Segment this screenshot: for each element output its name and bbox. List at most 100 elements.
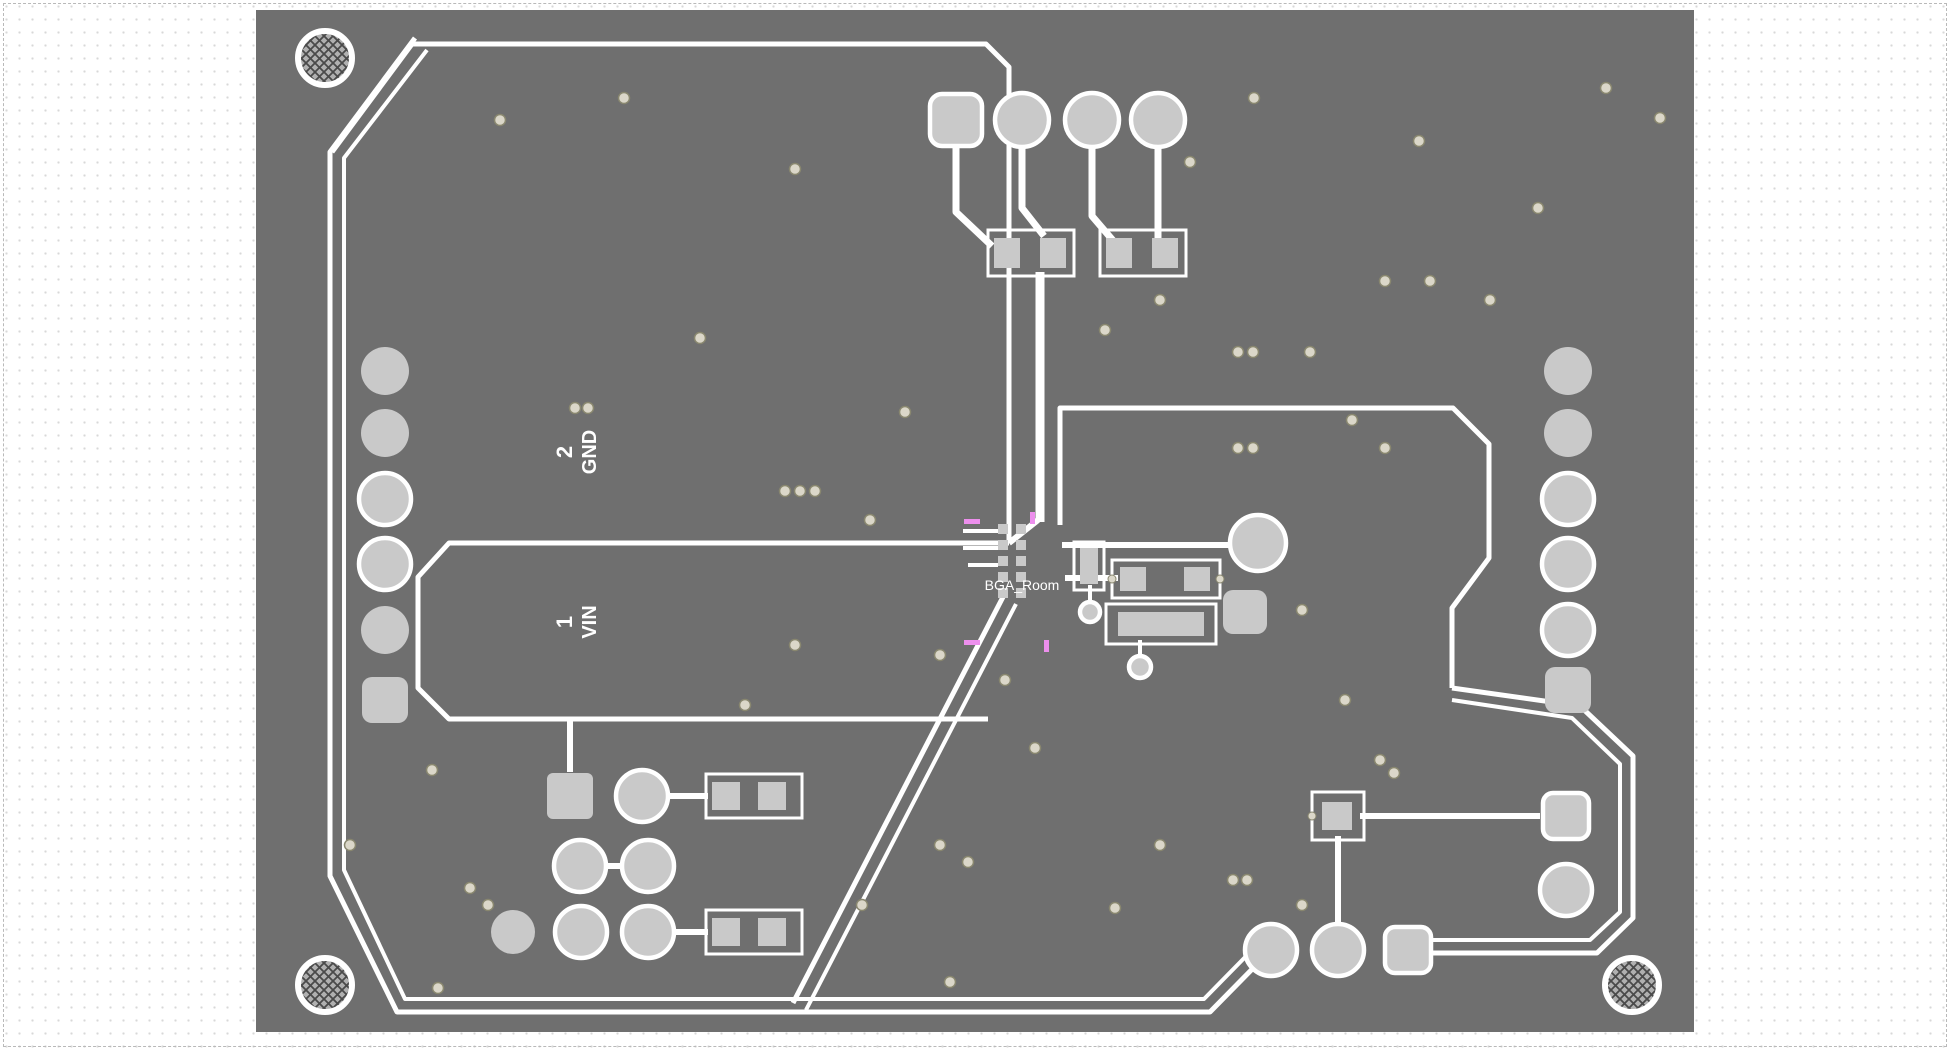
via[interactable] [998, 673, 1012, 687]
via[interactable] [1303, 345, 1317, 359]
via[interactable] [1231, 441, 1245, 455]
via[interactable] [1153, 293, 1167, 307]
round-pad[interactable] [356, 535, 414, 593]
via[interactable] [1387, 766, 1401, 780]
via[interactable] [1231, 345, 1245, 359]
via[interactable] [1423, 274, 1437, 288]
via[interactable] [788, 162, 802, 176]
region-vin-name-label[interactable]: VIN [579, 605, 601, 638]
via[interactable] [1108, 901, 1122, 915]
via[interactable] [933, 838, 947, 852]
via[interactable] [1226, 873, 1240, 887]
via[interactable] [863, 513, 877, 527]
via[interactable] [1599, 81, 1613, 95]
component-footprint[interactable] [704, 772, 804, 820]
round-pad[interactable] [1126, 653, 1154, 681]
via[interactable] [1246, 441, 1260, 455]
mounting-hole-bottom-left[interactable] [295, 955, 355, 1015]
diagonal-trace-pair[interactable] [790, 595, 1018, 1011]
mounting-hole-bottom-right[interactable] [1602, 955, 1662, 1015]
via[interactable] [1483, 293, 1497, 307]
gnd-plane-outline[interactable] [329, 41, 1012, 543]
round-pad[interactable] [619, 903, 677, 961]
via[interactable] [788, 638, 802, 652]
via[interactable] [1098, 323, 1112, 337]
vin-plane-outline[interactable] [415, 540, 1009, 722]
via[interactable] [1247, 91, 1261, 105]
via[interactable] [1412, 134, 1426, 148]
top-pad-stub-traces[interactable] [952, 148, 1162, 249]
via[interactable] [1378, 441, 1392, 455]
via[interactable] [481, 898, 495, 912]
via[interactable] [778, 484, 792, 498]
square-pad[interactable] [1545, 667, 1591, 713]
via[interactable] [1295, 898, 1309, 912]
via[interactable] [1373, 753, 1387, 767]
via[interactable] [463, 881, 477, 895]
round-pad[interactable] [356, 470, 414, 528]
round-pad[interactable] [1242, 921, 1300, 979]
via[interactable] [568, 401, 582, 415]
via[interactable] [343, 838, 357, 852]
via[interactable] [1028, 741, 1042, 755]
via[interactable] [425, 763, 439, 777]
round-pad[interactable] [1539, 535, 1597, 593]
round-pad[interactable] [1539, 601, 1597, 659]
round-pad[interactable] [361, 409, 409, 457]
via[interactable] [961, 855, 975, 869]
via[interactable] [1338, 693, 1352, 707]
round-pad[interactable] [1537, 861, 1595, 919]
left-pad-column[interactable] [356, 347, 414, 723]
via[interactable] [1345, 413, 1359, 427]
bga-room-cluster[interactable] [964, 512, 1049, 652]
bottom-left-traces[interactable] [567, 721, 708, 935]
round-pad[interactable] [619, 837, 677, 895]
square-pad[interactable] [1382, 924, 1434, 976]
region-gnd-number-label[interactable]: 2 [552, 446, 577, 458]
bottom-right-cluster[interactable] [1242, 790, 1434, 979]
via[interactable] [581, 401, 595, 415]
via[interactable] [898, 405, 912, 419]
via[interactable] [855, 898, 869, 912]
round-pad[interactable] [1128, 90, 1188, 150]
round-pad[interactable] [361, 347, 409, 395]
via[interactable] [943, 975, 957, 989]
component-footprint[interactable] [1107, 558, 1225, 600]
bottom-right-traces[interactable] [1335, 813, 1540, 922]
via[interactable] [1378, 274, 1392, 288]
round-pad[interactable] [992, 90, 1052, 150]
square-pad[interactable] [927, 91, 985, 149]
via[interactable] [1183, 155, 1197, 169]
component-footprint[interactable] [986, 228, 1076, 278]
mounting-hole-top-left[interactable] [295, 28, 355, 88]
region-vin-number-label[interactable]: 1 [552, 616, 577, 628]
region-gnd-name-label[interactable]: GND [579, 430, 601, 474]
round-pad[interactable] [1062, 90, 1122, 150]
component-footprint[interactable] [704, 908, 804, 956]
top-connector-pads[interactable] [927, 90, 1188, 150]
round-pad[interactable] [1227, 512, 1289, 574]
round-pad[interactable] [1544, 409, 1592, 457]
via-layer[interactable] [343, 81, 1667, 995]
via[interactable] [793, 484, 807, 498]
round-pad[interactable] [361, 606, 409, 654]
via[interactable] [1653, 111, 1667, 125]
via[interactable] [617, 91, 631, 105]
square-pad[interactable] [1540, 790, 1592, 842]
round-pad[interactable] [491, 910, 535, 954]
round-pad[interactable] [1539, 470, 1597, 528]
via[interactable] [738, 698, 752, 712]
round-pad[interactable] [1309, 921, 1367, 979]
component-footprint[interactable] [1307, 790, 1366, 842]
square-pad[interactable] [547, 773, 593, 819]
via[interactable] [493, 113, 507, 127]
component-footprint[interactable] [1104, 602, 1218, 681]
via[interactable] [1240, 873, 1254, 887]
round-pad[interactable] [613, 767, 671, 825]
via[interactable] [808, 484, 822, 498]
via[interactable] [1246, 345, 1260, 359]
square-pad[interactable] [1223, 590, 1267, 634]
component-footprint[interactable] [1072, 540, 1106, 625]
via[interactable] [933, 648, 947, 662]
